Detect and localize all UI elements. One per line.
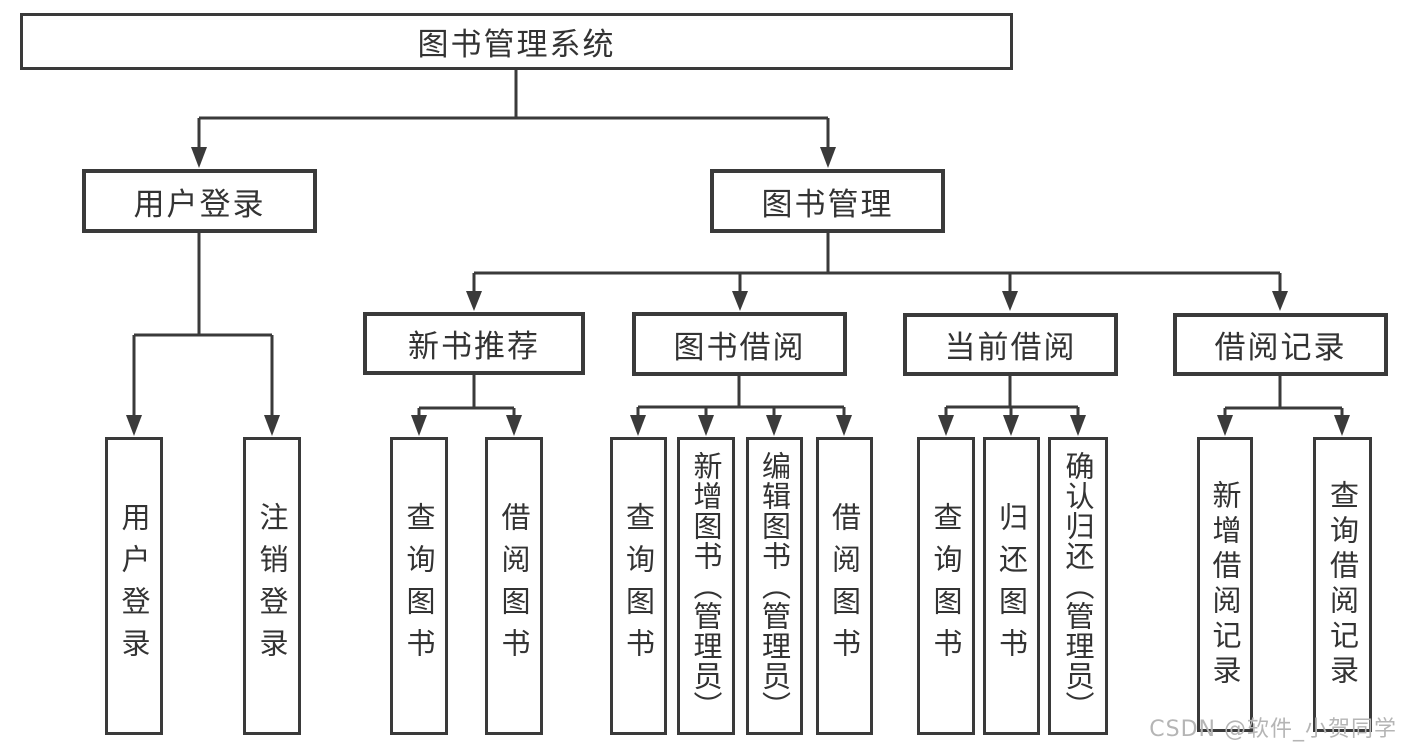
node-query-books-borrow: 查询图书 [610,437,667,735]
node-current-borrow: 当前借阅 [903,313,1118,376]
node-edit-book-admin: 编辑图书（管理员） [746,437,803,735]
node-library-system: 图书管理系统 [20,13,1013,70]
node-query-books-current: 查询图书 [917,437,975,735]
node-return-book: 归还图书 [983,437,1040,735]
node-user-login: 用户登录 [82,169,317,233]
node-book-borrow: 图书借阅 [632,312,847,376]
node-add-book-admin: 新增图书（管理员） [677,437,735,735]
node-book-management: 图书管理 [710,169,945,233]
node-user-login-action: 用户登录 [105,437,163,735]
node-query-borrow-record: 查询借阅记录 [1313,437,1372,732]
node-logout: 注销登录 [243,437,301,735]
node-confirm-return-admin: 确认归还（管理员） [1048,437,1108,735]
node-add-borrow-record: 新增借阅记录 [1197,437,1253,732]
node-new-book-recommend: 新书推荐 [363,312,585,375]
watermark: CSDN @软件_小贺同学 [1149,717,1397,742]
node-borrow-books-recommend: 借阅图书 [485,437,543,735]
node-query-books-recommend: 查询图书 [390,437,448,735]
node-borrow-books: 借阅图书 [816,437,873,735]
node-borrow-records: 借阅记录 [1173,313,1388,376]
